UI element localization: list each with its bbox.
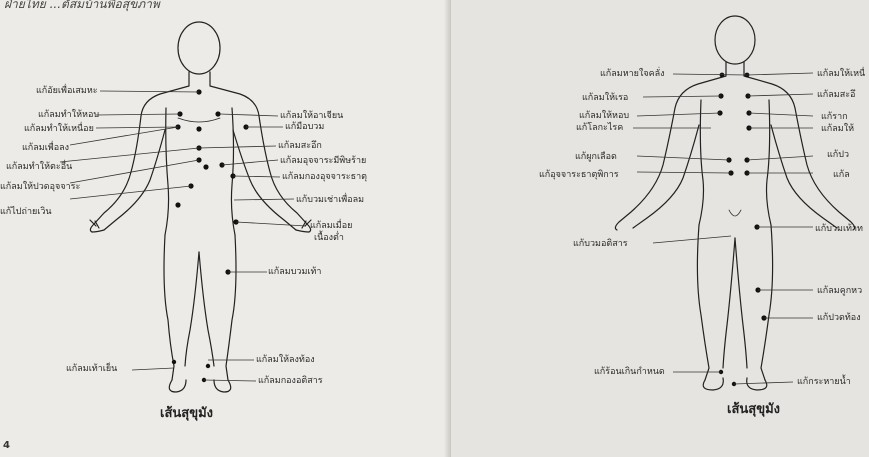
point-label: แก้ผูกเลือด (575, 152, 617, 162)
point-label: แก้ลมให้เรอ (582, 93, 628, 103)
point-label: แก้ล (833, 170, 850, 180)
figure-caption: เส้นสุขุมัง (160, 402, 213, 423)
front-left-shoulder (141, 72, 189, 116)
point-label: แก้กระหายน้ำ (797, 377, 851, 387)
point-label: แก้ลมให้อาเจียน (280, 111, 343, 121)
back-left-arm-outer (615, 108, 675, 230)
point-label: แก้มือบวม (285, 122, 324, 132)
front-right-foot (214, 380, 231, 392)
front-left-leg-outer (164, 235, 174, 380)
front-torso-right (231, 108, 235, 235)
point-label: แก้ลมอุจจาระมีพิษร้าย (280, 156, 366, 166)
back-right-leg-outer (761, 225, 773, 380)
back-left-arm-inner (633, 125, 699, 228)
back-head-outline (715, 16, 755, 64)
back-hip-line (729, 210, 741, 216)
point-label: แก้ไปถ่ายเวิน (0, 207, 52, 217)
right-page: แก้ลมหายใจคลั่ง แก้ลมให้เรอ แก้ลมให้หอบ … (451, 0, 869, 457)
point-label: แก้ลมทำให้เหนื่อย (24, 124, 94, 134)
point-label: แก้ลมสะอึ (817, 90, 855, 100)
left-page: ฝ่ายไทย ...ตัสมบ้านพื่อสุขภาพ (0, 0, 451, 457)
front-right-leg-inner (199, 252, 214, 366)
front-chest-line (178, 118, 220, 122)
front-right-leg-outer (226, 235, 236, 380)
front-left-arm-inner (104, 130, 165, 230)
page-number: 4 (3, 440, 10, 451)
back-right-arm-inner (771, 125, 837, 228)
point-label: แก้ลมให้ปวดอุจจาระ (0, 182, 80, 192)
point-label: แก้ลมทำให้ตะอื่น (6, 162, 72, 172)
back-points (717, 73, 766, 387)
point-label: แก้อุจจาระธาตุพิการ (539, 170, 619, 180)
back-leader-lines (633, 73, 813, 384)
point-label: แก้ลมเมื่อย (310, 221, 352, 231)
back-left-leg-inner (723, 238, 735, 368)
front-leader-lines (60, 91, 306, 381)
point-label: แก้ลมกองอุจจาระธาตุ (282, 172, 367, 182)
point-label: แก้ร้อนเกินกำหนด (594, 367, 665, 377)
point-label: แก้ลมให้หอบ (579, 111, 629, 121)
point-label: แก้ปว (827, 150, 849, 160)
figure-caption: เส้นสุขุมัง (727, 398, 780, 419)
back-right-foot (747, 378, 767, 390)
point-label: แก้ลมให้ลงท้อง (256, 355, 315, 365)
point-label: แก้ลมกองอติสาร (258, 376, 323, 386)
point-label: แก้บวมอติสาร (573, 239, 628, 249)
front-right-shoulder (210, 72, 259, 116)
point-label: แก้ปวดท้อง (817, 313, 861, 323)
point-label: แก้ลมหายใจคลั่ง (600, 69, 665, 79)
front-body-figure (0, 0, 451, 457)
point-label: แก้ลมเพื่อลง (22, 143, 69, 153)
point-label: เนื้องต่ำ (314, 233, 344, 243)
back-torso-right (767, 100, 772, 225)
point-label: แก้ลมสะอึก (278, 141, 322, 151)
point-label: แก้โลกะไรค (576, 123, 623, 133)
point-label: แก้ลมบวมเท้า (268, 267, 321, 277)
front-left-foot (169, 380, 186, 392)
back-torso-left (699, 100, 704, 225)
point-label: แก้ลมให้เหนื่ (817, 69, 865, 79)
front-left-leg-inner (185, 252, 199, 366)
back-left-leg-outer (697, 225, 709, 380)
point-label: แก้ราก (821, 112, 848, 122)
front-head-outline (178, 22, 220, 74)
point-label: แก้อัยเพื่อเสมหะ (36, 86, 98, 96)
point-label: แก้ลมเท้าเย็น (66, 364, 117, 374)
point-label: แก้ลมให้ (821, 124, 854, 134)
point-label: แก้ลมคูกหว (817, 286, 862, 296)
back-left-foot (703, 378, 723, 390)
back-right-leg-inner (735, 238, 747, 368)
point-label: แก้บวมเช่าเพื่อลม (296, 195, 364, 205)
point-label: แก้ลมทำให้หอบ (38, 110, 99, 120)
front-left-arm-outer (90, 116, 141, 232)
point-label: แก้บวมเท้าท (815, 224, 863, 234)
